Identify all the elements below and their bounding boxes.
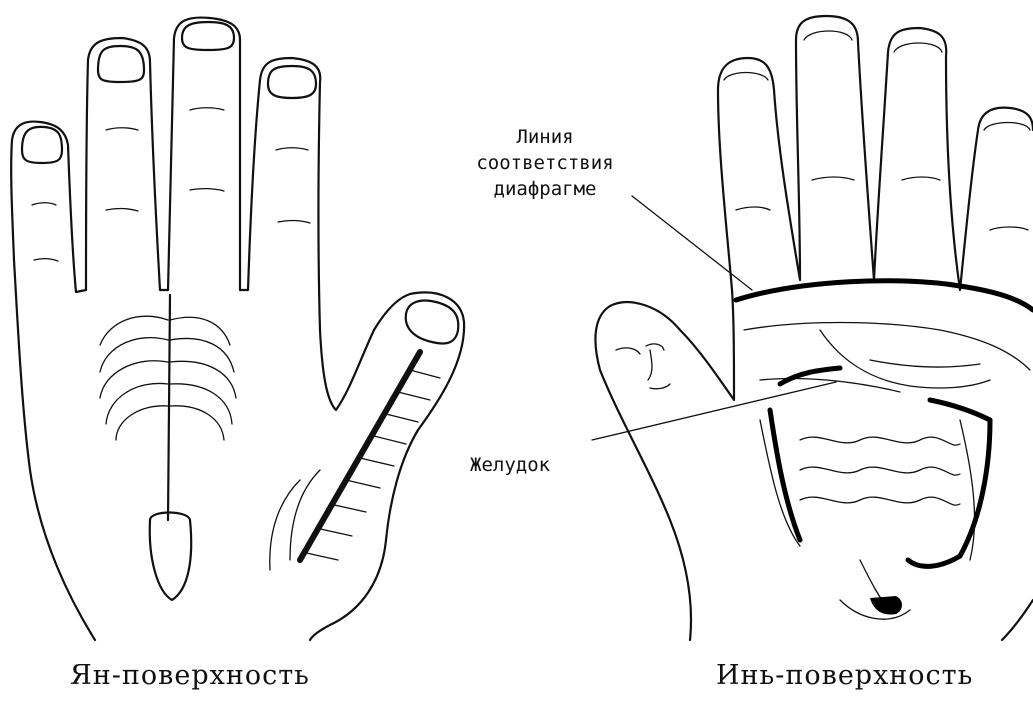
- diaphragm-pointer: [632, 196, 752, 290]
- diaphragm-label: Линия соответствия диафрагме: [440, 124, 650, 202]
- stomach-label: Желудок: [470, 452, 550, 478]
- nail-thumb: [406, 301, 459, 344]
- yang-hand-outline: [11, 18, 464, 640]
- colon-left: [770, 410, 800, 540]
- nail-1: [22, 127, 62, 163]
- diaphragm-label-line-2: соответствия: [440, 150, 650, 176]
- spine-drawing: [100, 295, 236, 600]
- yin-surface-caption: Инь-поверхность: [716, 660, 973, 691]
- nail-2: [98, 46, 144, 82]
- stomach-pointer: [592, 382, 836, 440]
- diaphragm-line: [736, 281, 1033, 310]
- colon-bottom: [908, 556, 960, 566]
- yin-hand-drawing: [592, 16, 1033, 640]
- rectum-mark: [870, 596, 902, 614]
- colon-top: [780, 368, 840, 384]
- colon-mid: [930, 400, 990, 420]
- nail-4: [268, 66, 316, 98]
- diaphragm-label-line-3: диафрагме: [440, 176, 650, 202]
- yang-hand-drawing: [11, 18, 464, 640]
- nail-3: [182, 22, 234, 50]
- thumb-face: [616, 344, 670, 389]
- thumb-spine-drawing: [270, 352, 440, 570]
- diaphragm-label-line-1: Линия: [440, 124, 650, 150]
- finger-details: [724, 31, 1030, 230]
- yang-surface-caption: Ян-поверхность: [70, 660, 310, 691]
